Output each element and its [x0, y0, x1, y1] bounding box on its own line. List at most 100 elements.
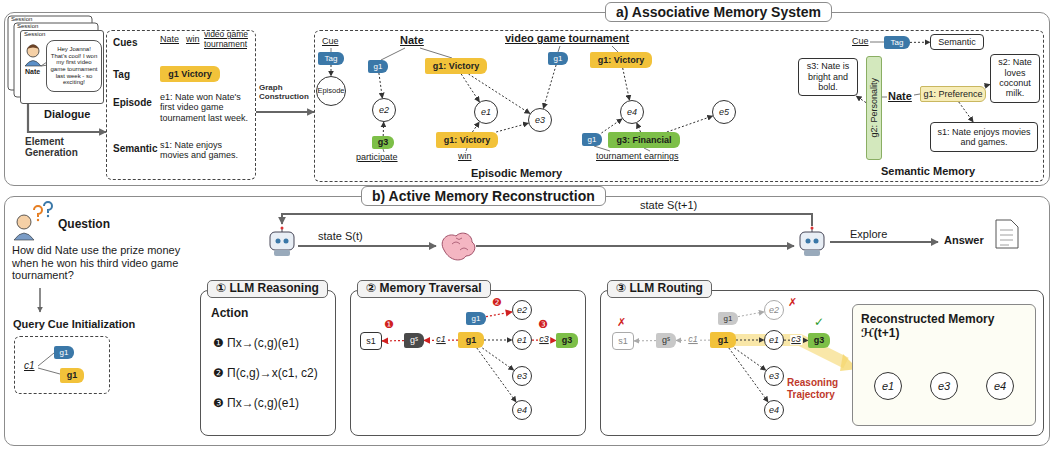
episode-circle: e2 [512, 300, 532, 320]
section-label: Question [58, 218, 110, 232]
node-text: g2: Personality [869, 78, 879, 138]
heading-tab: ② Memory Traversal [357, 280, 491, 298]
node-text: g1 [724, 314, 733, 323]
node-text: g1 [588, 135, 597, 144]
node-text: g1 [466, 335, 477, 345]
step-number: ❷ [492, 296, 502, 309]
edge-label: c3 [790, 335, 802, 345]
node-text: g3 [378, 137, 389, 147]
memory-box: Reconstructed Memory ℋ(t+1) e1 e3 e4 [852, 304, 1036, 426]
tag-flag: g1: Victory [436, 132, 498, 148]
action-label: Explore [850, 228, 887, 241]
node-text: e2 [517, 305, 527, 315]
module-box: ① LLM ReasoningAction❶ Πx→(c,g)(e1)❷ Π(c… [200, 290, 336, 436]
tag-flag: g1 [718, 312, 738, 325]
connector [729, 348, 768, 402]
node-text: g1: Victory [444, 135, 490, 145]
keep-mark: ✓ [814, 316, 824, 330]
episode-circle: e1 [874, 372, 902, 400]
node-text: Semantic [938, 37, 976, 47]
speaker-name: Nate [25, 68, 40, 76]
node-text: Episode [113, 97, 152, 109]
episode-circle: e2 [764, 300, 784, 320]
node-text: Reasoning Trajectory [787, 377, 847, 400]
connector [383, 122, 384, 136]
node-text: Session [24, 31, 45, 38]
node-text: e3 [938, 380, 950, 393]
node-text: Query Cue Initialization [13, 318, 135, 331]
node-text: Reconstructed Memory ℋ(t+1) [861, 313, 1029, 341]
tag-flag: gˢ [656, 333, 676, 348]
cue-word: video game tournament [505, 32, 629, 45]
connector [28, 104, 106, 132]
node-text: Semantic [113, 143, 157, 155]
cue-word: Cue [852, 36, 869, 46]
node-text: gˢ [662, 335, 670, 345]
node-text: e3 [535, 115, 545, 125]
node-text: s3: Nate is bright and bold. [802, 61, 854, 92]
node-text: g1 [374, 62, 383, 71]
question-text: How did Nate use the prize money when he… [12, 244, 192, 282]
connector [738, 312, 764, 317]
edge-label: c1 [435, 335, 447, 345]
connector [543, 65, 556, 108]
node-text: e3 [769, 371, 779, 381]
cue-word: Nate [888, 90, 912, 103]
cue-word: Cue [322, 36, 339, 46]
connector [382, 340, 404, 341]
tag-flag: g1 [60, 368, 84, 383]
node-text: g1 [718, 335, 729, 345]
dashed-group: Episodic MemorySemantic MemoryTagEpisode… [314, 30, 1044, 182]
node-text: g1: Victory [598, 55, 644, 65]
node-text: Tag [325, 54, 338, 63]
tag-flag: g3 [808, 333, 830, 348]
session-card: SessionHey Joanna! That's cool! I won my… [20, 30, 104, 104]
node-text: s1 [618, 336, 628, 346]
panel: b) Active Memory ReconstructionQuery Cue… [4, 196, 1050, 446]
tag-flag: Tag [318, 52, 344, 65]
node-text: Hey Joanna! That's cool! I won my first … [49, 46, 99, 86]
session-label: Session [17, 23, 38, 30]
tag-flag: g1: Victory [425, 58, 487, 74]
node-text: Action [211, 307, 248, 321]
episode-circle: e2 [372, 98, 396, 122]
connector [484, 340, 512, 341]
node-text: e4 [769, 405, 779, 415]
connector [496, 123, 528, 132]
session-label: Session [11, 16, 32, 23]
prune-mark: ✗ [617, 316, 626, 329]
tag-flag: g1: Preference [920, 86, 986, 102]
connector [486, 312, 512, 317]
node-text: e2 [769, 305, 779, 315]
node-text: ❶ Πx→(c,g)(e1) [213, 337, 299, 351]
state-label: state S(t+1) [640, 199, 697, 212]
node-text: Tag [891, 38, 904, 47]
node-text: e4 [994, 380, 1006, 393]
document-icon [996, 220, 1018, 248]
connector [734, 348, 765, 370]
node-text: e1 [517, 335, 527, 345]
tag-flag: g3 [556, 333, 578, 348]
cue-word: participate [356, 152, 398, 162]
tag-flag: g1: Victory [590, 52, 652, 68]
connector [959, 102, 973, 122]
robot-icon [270, 227, 294, 257]
episode-circle: e4 [764, 400, 784, 420]
tag-flag: g3: Financial [608, 132, 680, 148]
node-text: g1 [554, 54, 563, 63]
connector [623, 68, 630, 100]
cue-word: tournament earnings [596, 151, 679, 161]
node-text: e1 [882, 380, 894, 393]
heading-tab: ① LLM Reasoning [207, 280, 328, 298]
heading-tab: ③ LLM Routing [607, 280, 712, 298]
connector [634, 340, 656, 341]
connector [667, 116, 713, 132]
tag-flag: g1 [582, 133, 602, 146]
episode-circle: Episode [316, 76, 346, 106]
tag-flag: g1 Victory [160, 66, 220, 82]
semantic-box: s1 [612, 332, 634, 350]
node-text: e5 [719, 107, 729, 117]
semantic-box: s1 [360, 332, 382, 350]
node-text: gˢ [410, 335, 418, 345]
